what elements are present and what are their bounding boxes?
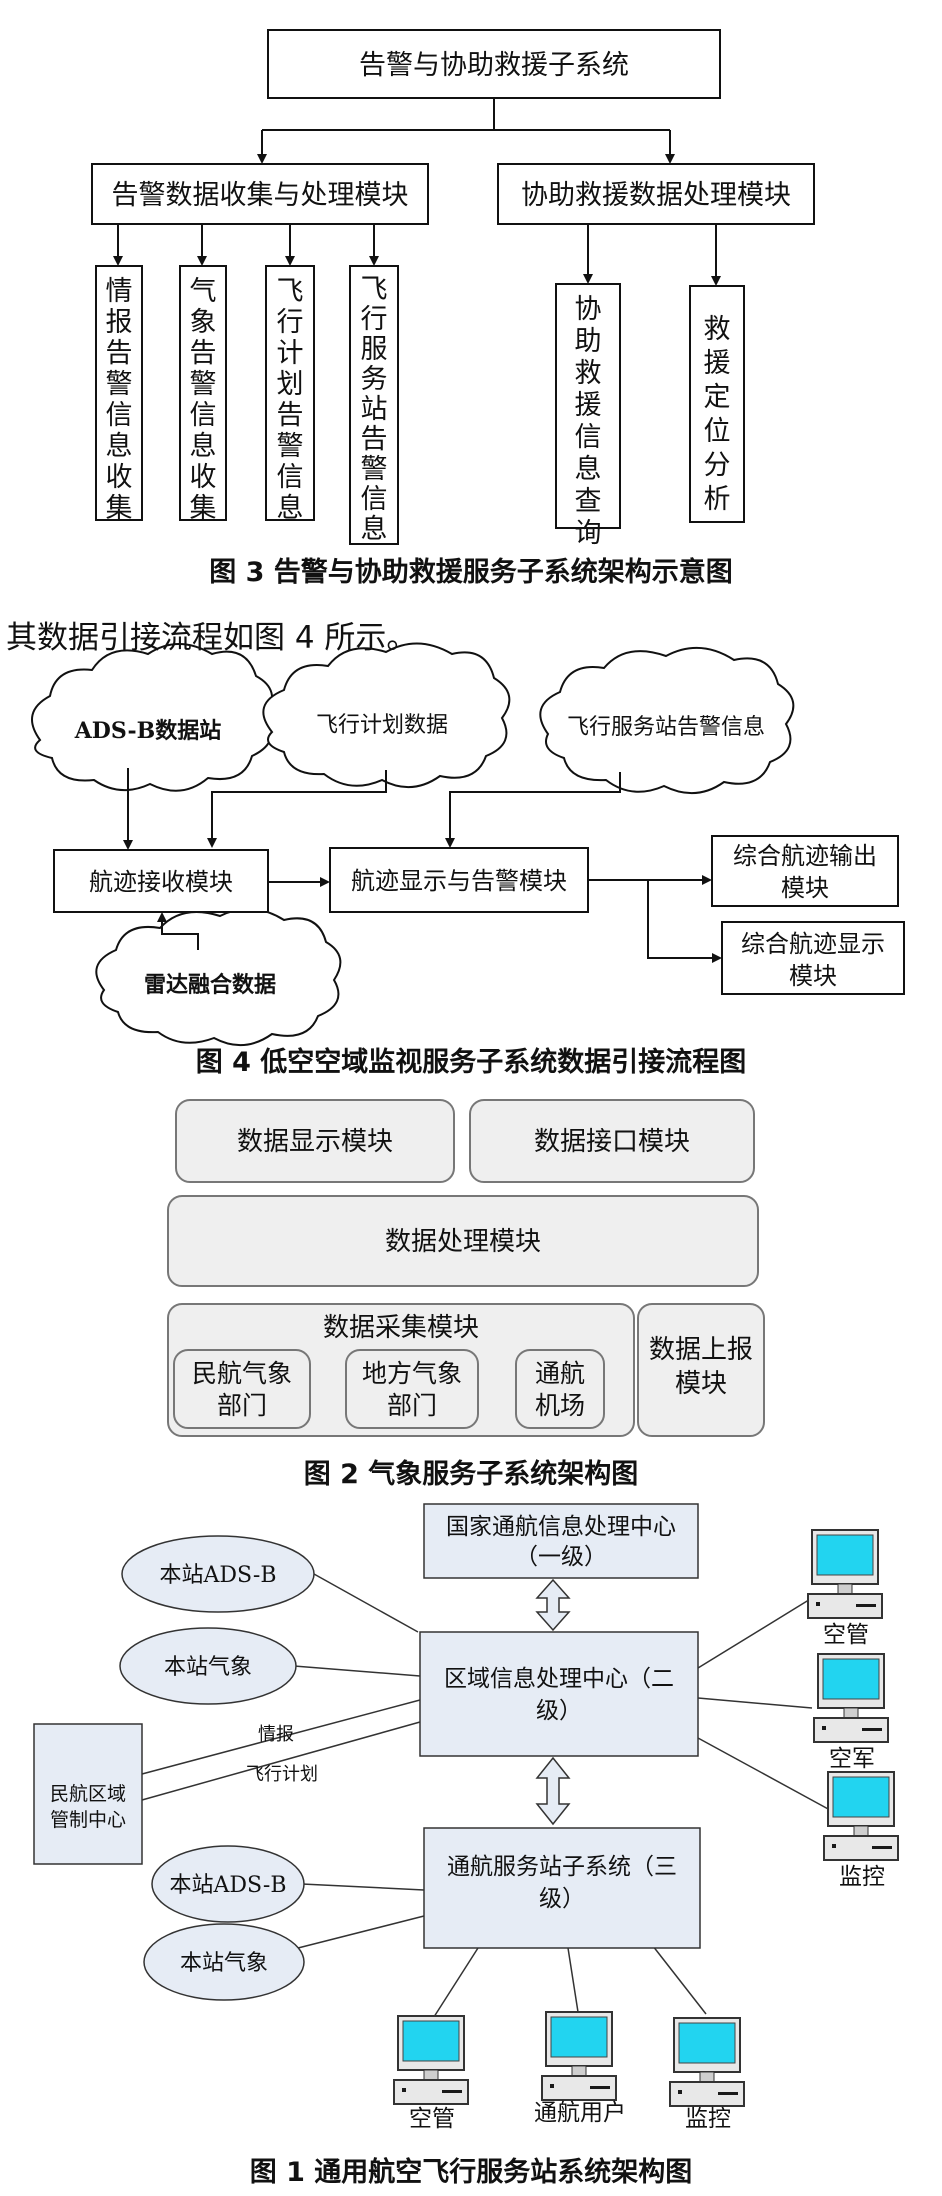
fig3-caption: 图 3 告警与协助救援服务子系统架构示意图 — [209, 557, 733, 588]
fig3-right-module-label: 协助救援数据处理模块 — [521, 180, 791, 211]
fig1-double-arrow-bottom — [535, 1756, 571, 1826]
fig2-processing-label: 数据处理模块 — [385, 1227, 541, 1257]
fig2-display-box — [175, 1099, 455, 1183]
box-track-output-label-1: 综合航迹输出 — [733, 842, 877, 870]
box-track-output — [711, 835, 899, 907]
fig3-child-box-2 — [179, 265, 227, 521]
fig3-root-box — [267, 29, 721, 99]
fig1-line-intel-label: 情报 — [258, 1724, 294, 1745]
fig3-child-label-1: 情报告警信息收集 — [106, 276, 133, 524]
box-track-output-label-2: 模块 — [781, 874, 829, 902]
fig1-national-box — [423, 1503, 699, 1579]
fig1-computer-atc-bottom — [393, 2015, 469, 2105]
fig1-computer-monitor-bottom — [669, 2017, 745, 2107]
fig1-pc-monitor-bottom-label: 监控 — [685, 2106, 731, 2132]
fig3-child-label-5: 协助救援信息查询 — [575, 294, 602, 549]
fig1-computer-user-bottom — [541, 2011, 617, 2101]
fig1-computer-monitor-right — [823, 1771, 899, 1861]
fig1-pc-atc-right-label: 空管 — [823, 1622, 869, 1648]
fig1-pc-monitor-right-label: 监控 — [839, 1864, 885, 1890]
fig1-ellipse-weather-bottom — [143, 1923, 305, 2001]
fig2-airport-label-2: 机场 — [535, 1391, 585, 1420]
box-track-show — [721, 921, 905, 995]
fig1-pc-atc-bottom-label: 空管 — [409, 2106, 455, 2132]
cloud-station-label: 飞行服务站告警信息 — [567, 715, 765, 740]
fig2-local-label-2: 部门 — [387, 1391, 437, 1420]
fig3-child-box-1 — [95, 265, 143, 521]
fig1-civil-control-label-1: 民航区域 — [50, 1783, 126, 1805]
cloud-station — [539, 646, 795, 795]
fig1-civil-control-label-2: 管制中心 — [50, 1809, 126, 1831]
fig2-caption: 图 2 气象服务子系统架构图 — [303, 1459, 639, 1490]
fig2-airport-label-1: 通航 — [535, 1359, 585, 1388]
fig1-regional-box — [419, 1631, 699, 1757]
fig3-child-label-4: 飞行服务站告警信息 — [361, 274, 388, 545]
cloud-flightplan-label: 飞行计划数据 — [316, 713, 448, 738]
fig3-right-module-box — [497, 163, 815, 225]
fig3-child-box-5 — [555, 283, 621, 529]
fig1-pc-user-bottom-label: 通航用户 — [534, 2100, 626, 2126]
fig2-collection-label: 数据采集模块 — [323, 1313, 479, 1343]
fig1-civil-control-box — [33, 1723, 143, 1865]
fig1-national-label-1: 国家通航信息处理中心 — [446, 1514, 676, 1540]
fig1-ellipse-weather-top-label: 本站气象 — [164, 1655, 252, 1680]
box-track-display-alarm-label: 航迹显示与告警模块 — [351, 867, 567, 895]
fig3-root-label: 告警与协助救援子系统 — [359, 50, 629, 81]
fig1-ellipse-adsb-bottom — [151, 1845, 305, 1923]
fig3-child-box-6 — [689, 285, 745, 523]
fig3-child-label-2: 气象告警信息收集 — [190, 276, 217, 524]
fig3-child-box-3 — [265, 265, 315, 521]
figure-1: 国家通航信息处理中心 （一级） 区域信息处理中心（二 级） 通航服务站子系统（三… — [33, 1503, 899, 2132]
fig1-regional-label-1: 区域信息处理中心（二 — [444, 1666, 674, 1692]
fig2-civil-label-1: 民航气象 — [192, 1359, 292, 1388]
fig1-ellipse-adsb-top-label: 本站ADS-B — [159, 1563, 276, 1588]
fig1-caption: 图 1 通用航空飞行服务站系统架构图 — [249, 2157, 693, 2188]
fig2-local-weather-box — [345, 1349, 479, 1429]
fig3-left-module-label: 告警数据收集与处理模块 — [112, 180, 409, 211]
cloud-flightplan — [262, 642, 511, 789]
box-track-show-label-2: 模块 — [789, 962, 837, 990]
cloud-adsb-label: ADS-B数据站 — [74, 718, 222, 744]
fig1-pc-airforce-label: 空军 — [829, 1746, 875, 1772]
fig3-left-module-box — [91, 163, 429, 225]
cloud-radar-label: 雷达融合数据 — [144, 972, 276, 998]
box-track-receive — [53, 849, 269, 913]
figure-4: ADS-B数据站 飞行计划数据 飞行服务站告警信息 雷达融合数据 航迹接收模块 … — [31, 642, 905, 1047]
fig2-report-label-1: 数据上报 — [649, 1335, 753, 1365]
fig1-regional-label-2: 级） — [536, 1698, 582, 1724]
fig4-caption: 图 4 低空空域监视服务子系统数据引接流程图 — [195, 1047, 747, 1078]
figure-2: 数据显示模块 数据接口模块 数据处理模块 数据采集模块 民航气象 部门 地方气象… — [167, 1099, 765, 1437]
fig2-civil-weather-box — [173, 1349, 311, 1429]
fig1-double-arrow-top — [535, 1578, 571, 1632]
fig1-ellipse-weather-bottom-label: 本站气象 — [180, 1951, 268, 1976]
fig1-station-label-2: 级） — [539, 1886, 585, 1912]
cloud-radar — [95, 907, 342, 1047]
fig2-civil-label-2: 部门 — [217, 1391, 267, 1420]
fig2-report-box — [637, 1303, 765, 1437]
fig1-computer-atc-right — [807, 1529, 883, 1619]
fig1-computer-airforce — [813, 1653, 889, 1743]
fig3-child-label-3: 飞行计划告警信息 — [277, 276, 304, 524]
box-track-show-label-1: 综合航迹显示 — [741, 930, 885, 958]
fig1-station-label-1: 通航服务站子系统（三 — [447, 1854, 677, 1880]
fig1-ellipse-adsb-bottom-label: 本站ADS-B — [169, 1873, 286, 1898]
fig2-display-label: 数据显示模块 — [237, 1127, 393, 1157]
fig1-station-box — [423, 1827, 701, 1949]
fig2-interface-box — [469, 1099, 755, 1183]
fig2-local-label-1: 地方气象 — [362, 1359, 462, 1388]
figure-3: 告警与协助救援子系统 告警数据收集与处理模块 协助救援数据处理模块 情报告警信息… — [91, 29, 815, 549]
fig2-interface-label: 数据接口模块 — [534, 1127, 690, 1157]
fig3-child-label-6: 救援定位分析 — [704, 314, 731, 515]
fig1-line-flightplan-label: 飞行计划 — [246, 1764, 318, 1785]
fig1-ellipse-adsb-top — [121, 1535, 315, 1613]
fig2-report-label-2: 模块 — [675, 1369, 727, 1399]
box-track-receive-label: 航迹接收模块 — [89, 868, 233, 896]
fig3-child-box-4 — [349, 265, 399, 545]
fig2-airport-box — [515, 1349, 605, 1429]
fig2-processing-box — [167, 1195, 759, 1287]
fig1-national-label-2: （一级） — [515, 1544, 607, 1570]
intro-paragraph: 其数据引接流程如图 4 所示。 — [6, 620, 418, 656]
fig1-ellipse-weather-top — [119, 1627, 297, 1705]
